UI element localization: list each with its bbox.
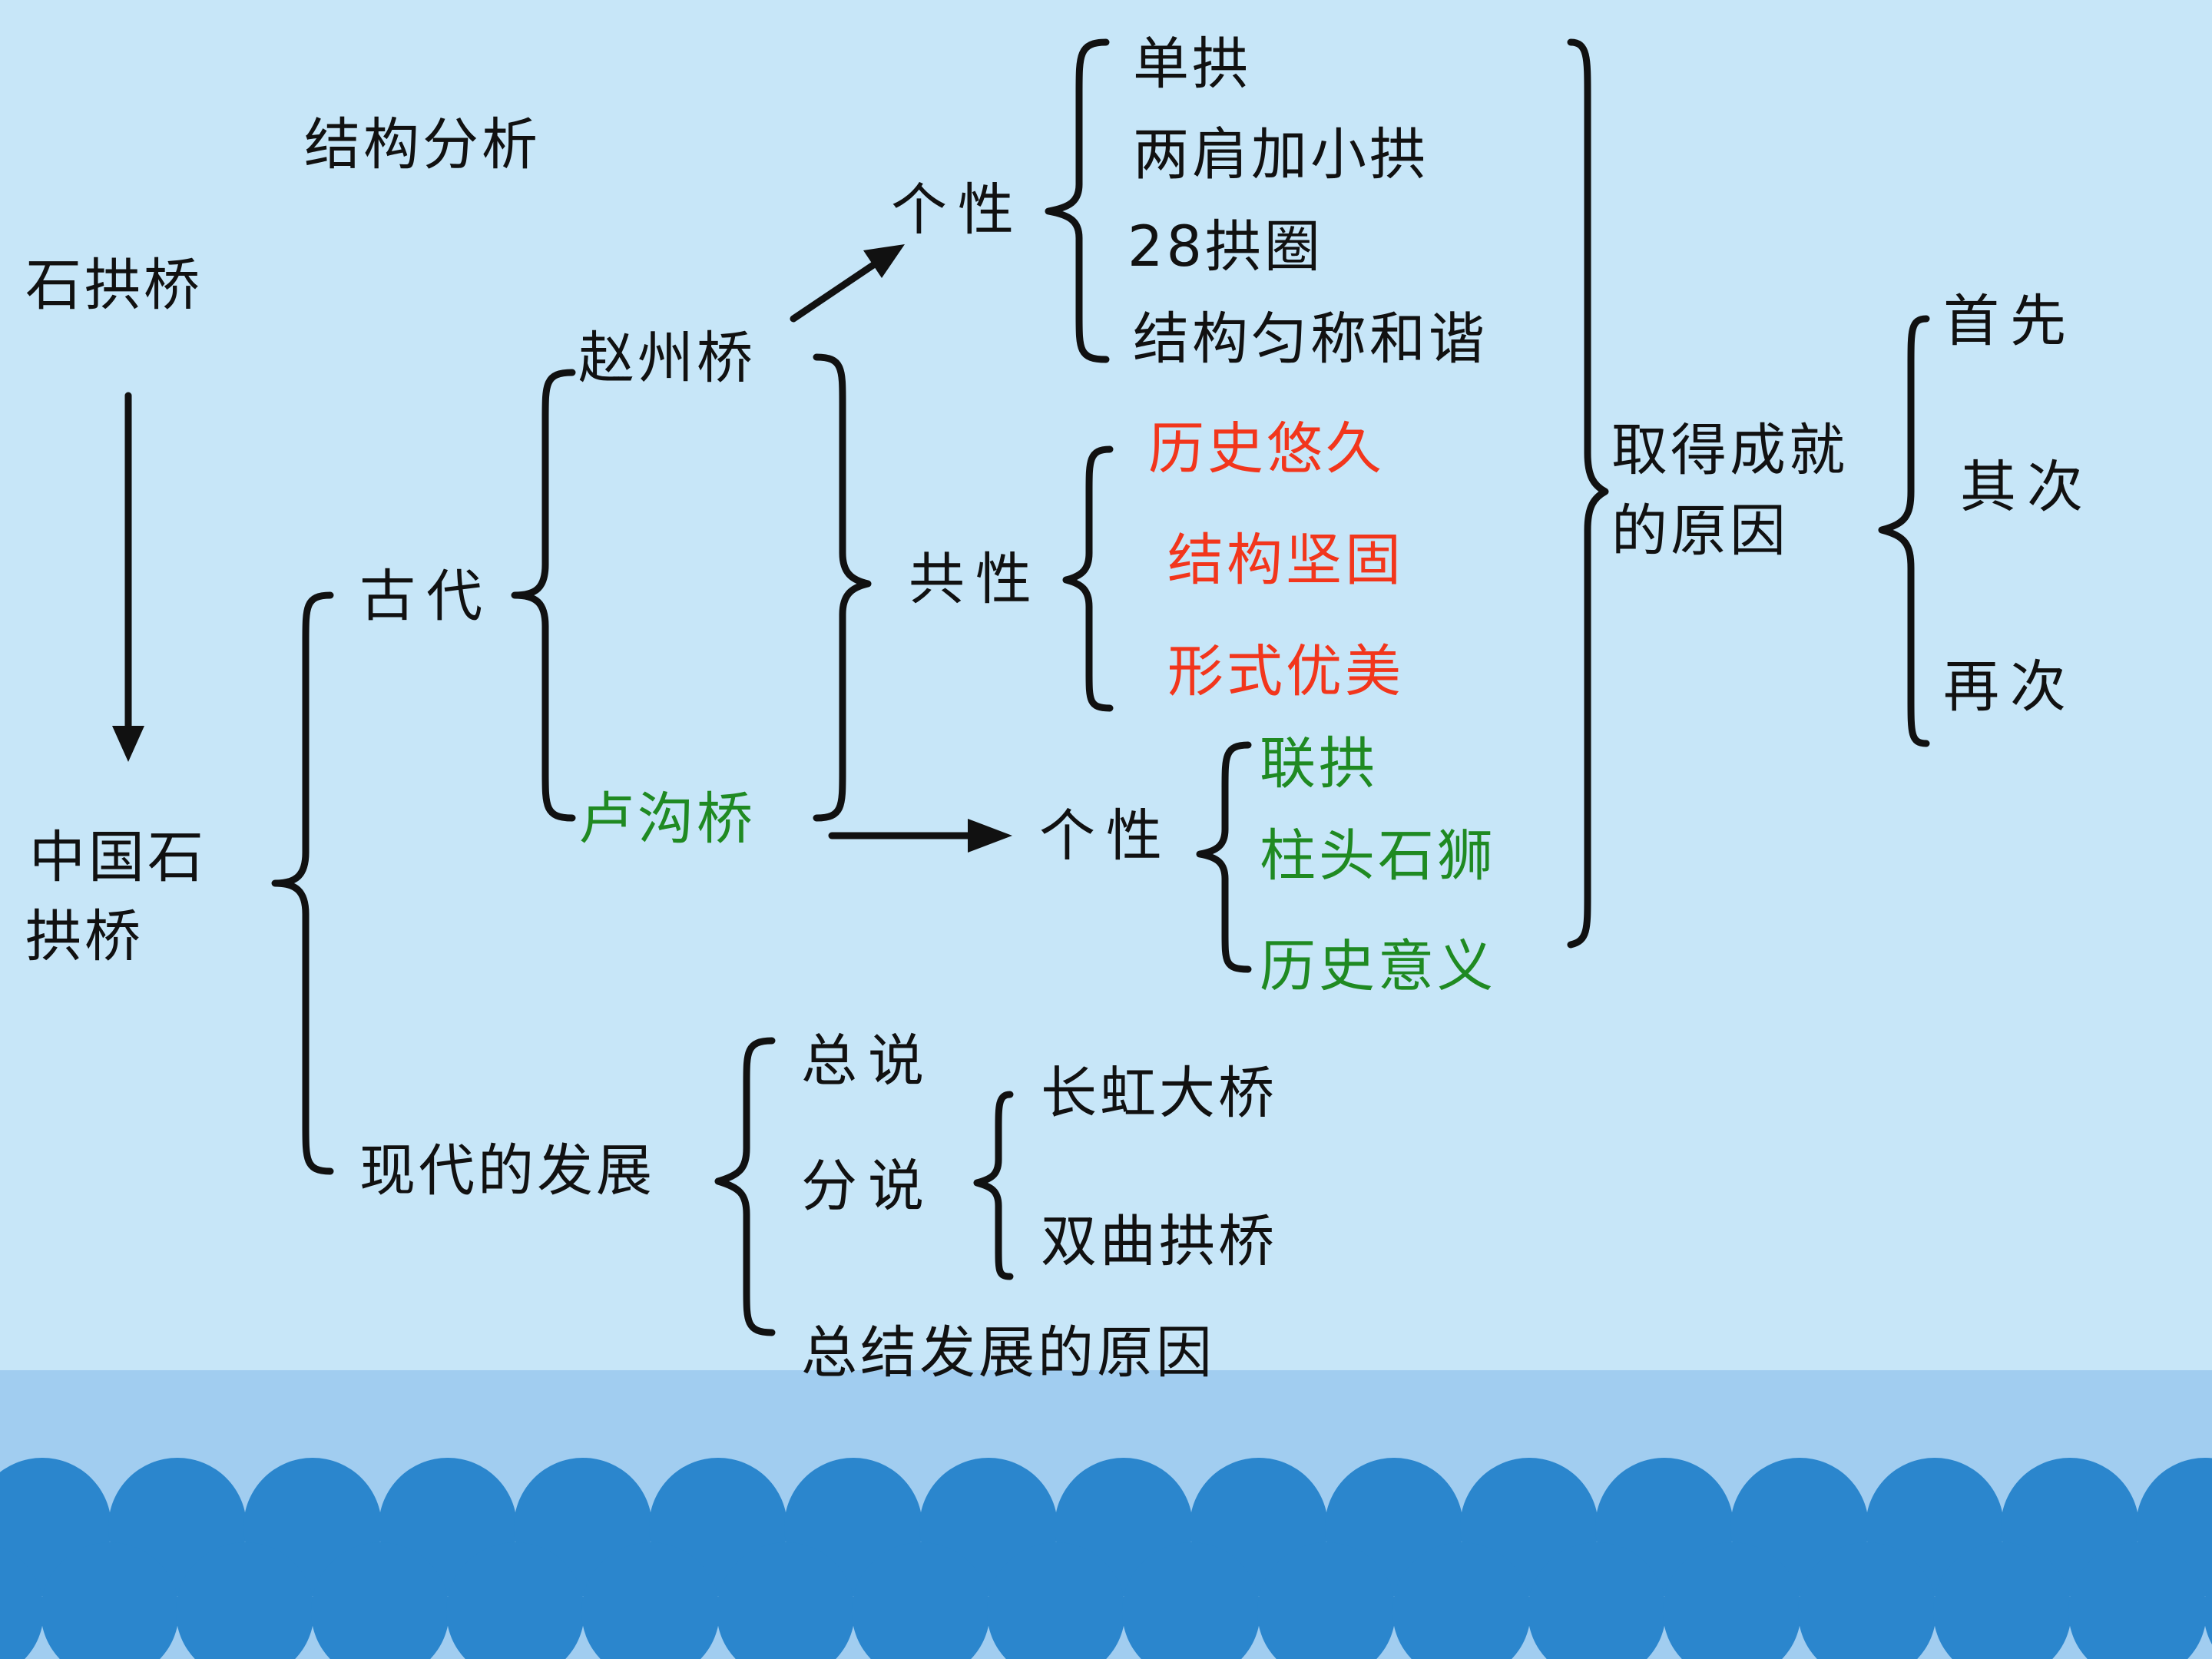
brace-details: [973, 1091, 1014, 1280]
zhaozhou-trait-4: 结构匀称和谐: [1133, 306, 1488, 372]
zhaozhou-trait-3: 28拱圈: [1128, 214, 1323, 280]
wave-scallop: [852, 1542, 990, 1659]
modern-details-label: 分说: [801, 1154, 935, 1219]
subject-label-line1: 中国石: [29, 825, 207, 890]
wave-scallop: [176, 1542, 314, 1659]
brace-subject: [271, 591, 334, 1175]
order-second: 其次: [1960, 455, 2094, 520]
brace-commonality-source: [813, 353, 872, 822]
subject-label-line2: 拱桥: [25, 904, 144, 969]
wave-scallop: [1933, 1542, 2071, 1659]
zhaozhou-trait-1: 单拱: [1133, 31, 1251, 97]
order-first: 首先: [1943, 289, 2077, 354]
brace-modern: [714, 1037, 776, 1336]
modern-overview-label: 总说: [801, 1028, 935, 1094]
down-arrow-head: [112, 726, 144, 762]
wave-scallop: [41, 1542, 179, 1659]
right-arrow-head: [968, 819, 1012, 853]
commonality-trait-2: 结构坚固: [1167, 528, 1404, 593]
lugou-label: 卢沟桥: [578, 786, 756, 852]
zhaozhou-individuality-label: 个性: [891, 177, 1025, 243]
topic-label: 石拱桥: [25, 253, 203, 318]
wave-scallop: [1528, 1542, 1666, 1659]
lugou-trait-1: 联拱: [1260, 731, 1378, 796]
modern-label: 现代的发展: [359, 1138, 655, 1204]
lugou-trait-3: 历史意义: [1260, 934, 1496, 999]
details-item-1: 长虹大桥: [1041, 1061, 1277, 1126]
commonality-trait-3: 形式优美: [1167, 639, 1404, 704]
wave-scallop: [0, 1547, 44, 1659]
achievement-label-line2: 的原因: [1611, 498, 1789, 564]
lugou-trait-2: 柱头石狮: [1260, 823, 1496, 889]
wave-scallop: [2204, 1578, 2212, 1645]
brace-zhaozhou-traits: [1045, 38, 1110, 363]
zhaozhou-label: 赵州桥: [578, 326, 756, 391]
zhaozhou-trait-2: 两肩加小拱: [1133, 122, 1429, 187]
ancient-label: 古代: [359, 564, 493, 629]
diag-arrow-head: [863, 244, 905, 278]
brace-commonality-traits: [1062, 445, 1114, 712]
modern-conclusion-label: 总结发展的原因: [801, 1320, 1215, 1386]
commonality-label: 共性: [909, 547, 1042, 612]
heading: 结构分析: [304, 112, 541, 177]
order-third: 再次: [1943, 654, 2077, 720]
wave-scallop: [987, 1542, 1125, 1659]
wave-pattern: [0, 1458, 2212, 1659]
lugou-individuality-label: 个性: [1039, 803, 1173, 869]
wave-scallop: [1663, 1542, 1801, 1659]
brace-order: [1878, 315, 1930, 747]
details-item-2: 双曲拱桥: [1041, 1209, 1277, 1274]
wave-scallop: [581, 1542, 720, 1659]
brace-achievement: [1567, 38, 1609, 949]
wave-scallop: [446, 1542, 584, 1659]
wave-scallop: [2068, 1542, 2207, 1659]
achievement-label-line1: 取得成就: [1611, 418, 1848, 483]
wave-scallop: [1122, 1542, 1260, 1659]
wave-scallop: [717, 1542, 855, 1659]
wave-scallop: [1257, 1542, 1396, 1659]
diag-arrow-shaft: [790, 260, 879, 323]
wave-scallop: [1798, 1542, 1936, 1659]
commonality-trait-1: 历史悠久: [1148, 416, 1385, 482]
brace-lugou-traits: [1196, 741, 1252, 973]
wave-scallop: [1392, 1542, 1531, 1659]
wave-scallop: [311, 1542, 449, 1659]
brace-ancient: [511, 369, 576, 822]
